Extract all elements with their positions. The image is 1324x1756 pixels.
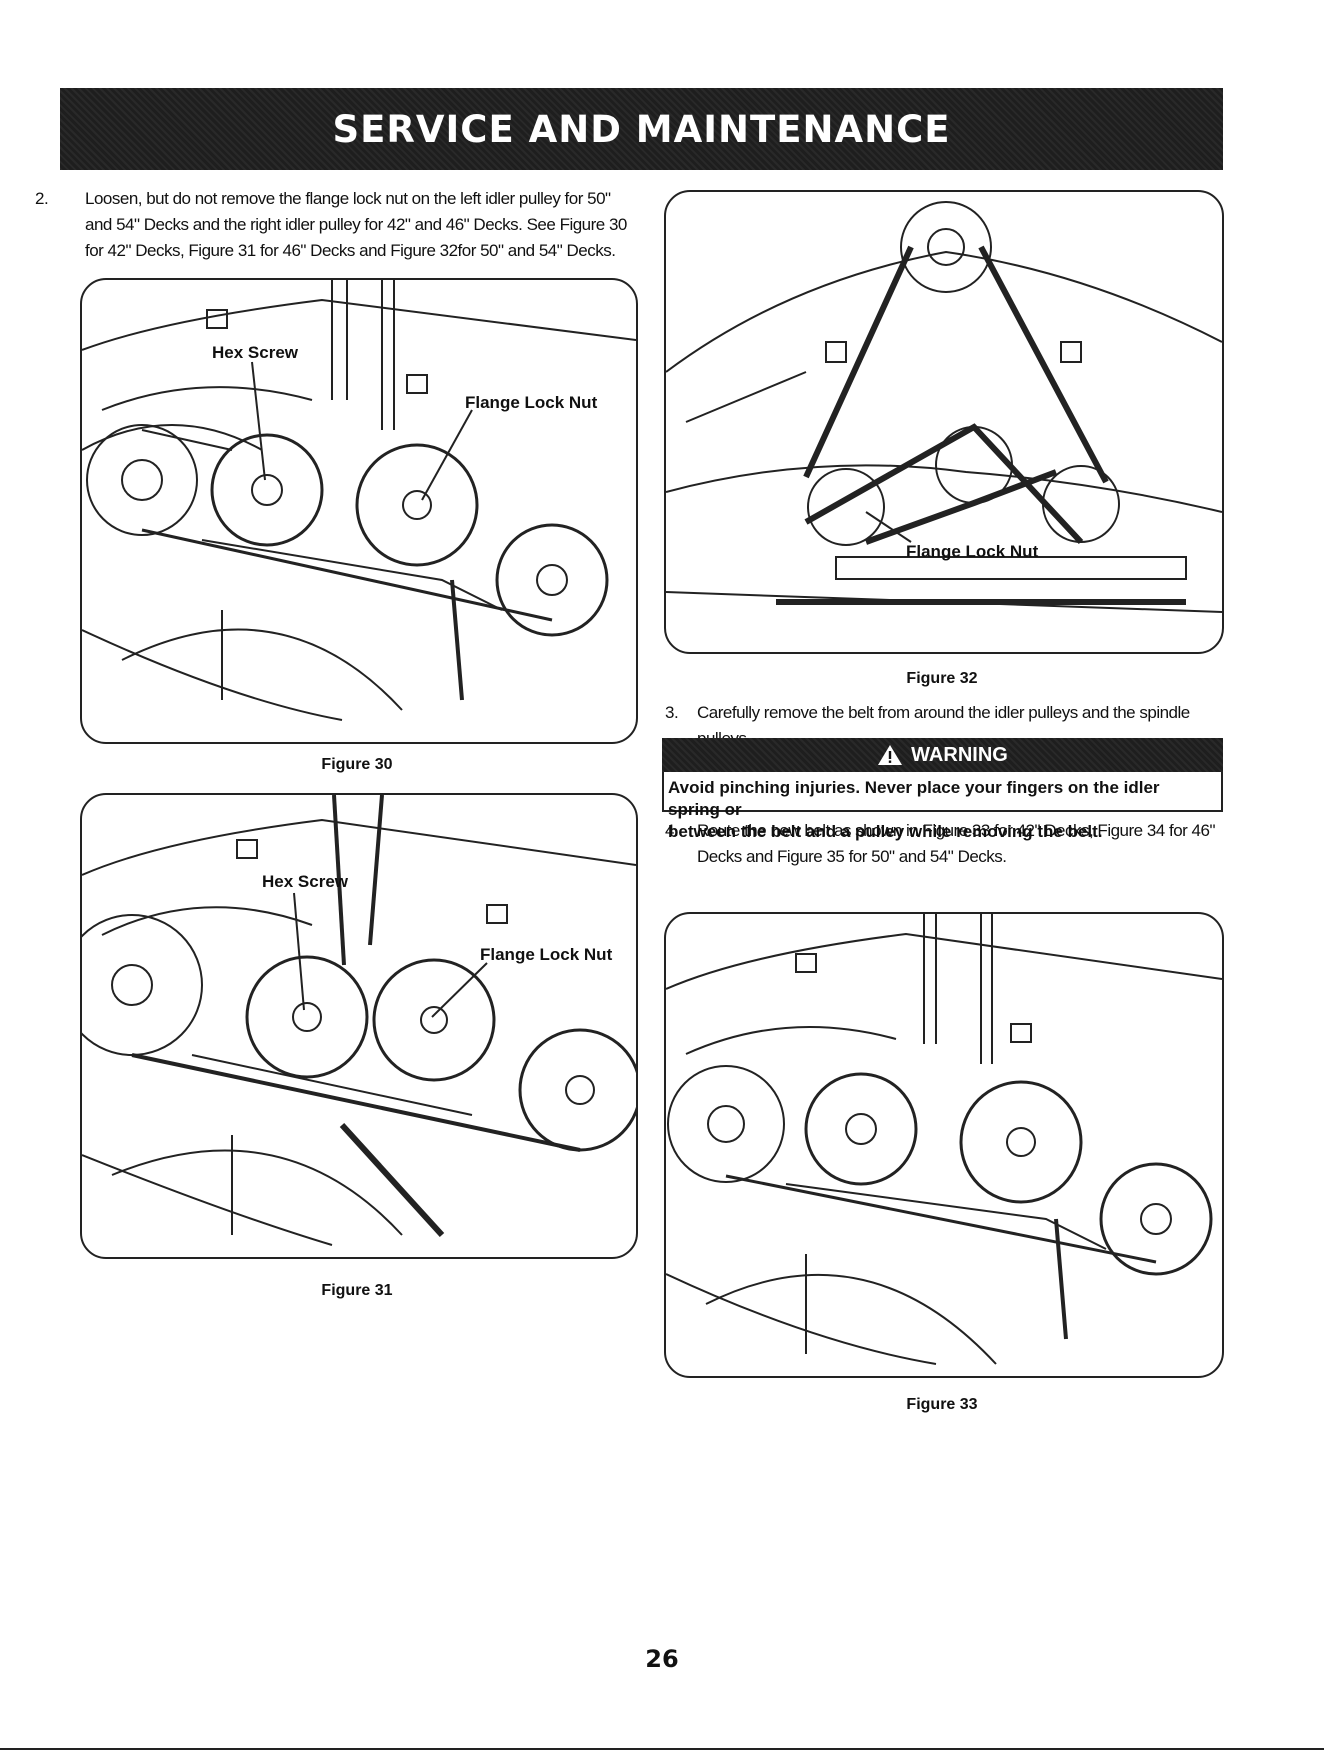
step-number: 4. (665, 821, 679, 840)
callout-hex-screw: Hex Screw (262, 872, 349, 891)
callout-flange-lock-nut: Flange Lock Nut (465, 393, 598, 412)
figure-30-caption: Figure 30 (321, 756, 393, 773)
figure-33-caption: Figure 33 (906, 1396, 978, 1413)
step-number: 3. (665, 703, 679, 722)
warning-text: Avoid pinching injuries. Never place you… (668, 778, 1160, 841)
figure-32-caption: Figure 32 (906, 670, 978, 687)
figure-33-diagram (664, 912, 1224, 1378)
figure-31-caption: Figure 31 (321, 1282, 393, 1299)
step-text: Route the new belt as shown in Figure 33… (697, 821, 1215, 866)
section-header-bar: SERVICE AND MAINTENANCE (60, 88, 1223, 170)
warning-triangle-icon (878, 745, 903, 765)
callout-hex-screw: Hex Screw (212, 343, 299, 362)
step-number: 2. (35, 189, 49, 208)
callout-flange-lock-nut: Flange Lock Nut (906, 542, 1039, 561)
figure-30-diagram: Hex Screw Flange Lock Nut (80, 278, 638, 744)
page-number: 26 (645, 1645, 679, 1673)
callout-flange-lock-nut: Flange Lock Nut (480, 945, 613, 964)
warning-title: WARNING (911, 743, 1008, 766)
section-title: SERVICE AND MAINTENANCE (332, 107, 951, 151)
warning-header: WARNING (662, 738, 1223, 772)
figure-32-diagram: Flange Lock Nut (664, 190, 1224, 654)
bottom-rule (0, 1748, 1324, 1750)
step-text: Loosen, but do not remove the flange loc… (85, 189, 627, 260)
figure-31-diagram: Hex Screw Flange Lock Nut (80, 793, 638, 1259)
